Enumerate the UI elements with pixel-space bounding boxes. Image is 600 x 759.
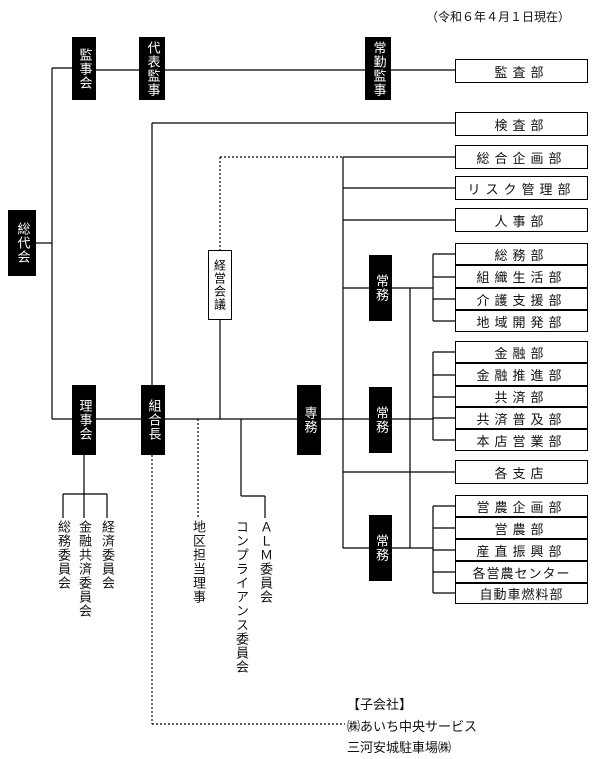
committee-somu: 総務委員会 [55,520,70,590]
senmu-box: 専務 [297,385,321,455]
jokin-kanji-box: 常勤監事 [365,37,391,100]
dept-einou: 営農部 [455,517,588,539]
kumiaicho-box: 組合長 [141,385,165,455]
dept-jidosha: 自動車燃料部 [455,583,588,604]
rijikai-box: 理事会 [72,385,96,455]
jomu-box-3: 常務 [369,515,392,581]
jomu-box-1: 常務 [369,255,392,321]
daihyo-kanji-box: 代表監事 [139,37,165,100]
date-note: （令和６年４月１日現在） [426,10,571,24]
dept-risk: リスク管理部 [455,176,588,200]
dept-jinji: 人事部 [455,208,588,232]
dept-kinyu-suishin: 金融推進部 [455,363,588,386]
dept-sanchoku: 産直振興部 [455,539,588,561]
committee-keizai: 経済委員会 [99,520,114,590]
committee-kinyu-kyosai: 金融共済委員会 [76,520,91,618]
dept-kansa: 監査部 [455,59,588,83]
kanjikai-box: 監事会 [72,37,96,100]
committee-alm: ＡＬＭ委員会 [257,520,272,604]
soudaikai-box: 総代会 [8,210,36,276]
dept-kaigo: 介護支援部 [455,288,588,310]
jomu-box-2: 常務 [369,387,392,453]
dept-somu: 総務部 [455,243,588,265]
chiku-tanto-riji: 地区担当理事 [190,520,205,604]
subsidiary-2: 三河安城駐車場㈱ [347,741,452,756]
dept-kyosai-fukyu: 共済普及部 [455,407,588,429]
dept-kensa: 検査部 [455,112,588,136]
dept-chiiki: 地域開発部 [455,310,588,332]
dept-kinyu: 金融部 [455,341,588,363]
subsidiary-1: ㈱あいち中央サービス [347,720,478,735]
dept-kakushiten: 各支店 [455,460,588,484]
dept-soshiki: 組織生活部 [455,265,588,288]
dept-sogo-kikaku: 総合企画部 [455,145,588,169]
keiei-kaigi-box: 経営会議 [208,250,232,320]
dept-einou-kikaku: 営農企画部 [455,495,588,517]
dept-honten: 本店営業部 [455,429,588,451]
committee-compliance: コンプライアンス委員会 [233,520,248,674]
dept-einou-center: 各営農センター [455,561,588,583]
dept-kyosai: 共済部 [455,386,588,407]
subsidiaries-heading: 【子会社】 [347,698,413,713]
